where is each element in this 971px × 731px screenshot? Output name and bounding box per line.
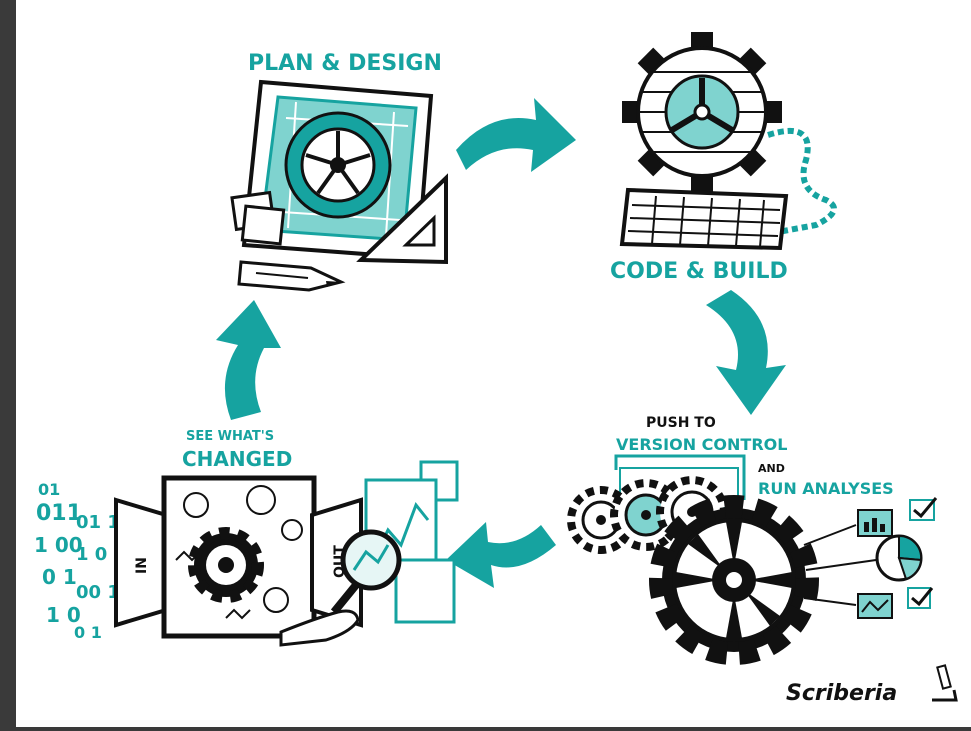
scriberia-signature: Scriberia <box>786 681 897 706</box>
binary-row: 01 1 <box>76 512 120 533</box>
cycle-arrow-left <box>216 300 281 420</box>
bar-chart-icon <box>857 509 893 537</box>
cycle-arrow-right <box>706 290 786 415</box>
binary-row: 00 1 <box>76 582 120 603</box>
binary-row: 01 <box>38 480 60 499</box>
binary-stream: 01 011 01 1 1 00 1 0 0 1 00 1 1 0 0 1 <box>34 480 120 642</box>
sticky-notes-icon <box>230 190 286 246</box>
in-label: IN <box>134 557 150 574</box>
push-to-label: PUSH TO <box>646 415 716 431</box>
set-square-icon <box>356 173 448 265</box>
binary-row: 1 00 <box>34 533 83 557</box>
cycle-arrow-bottom <box>446 522 556 588</box>
binary-row: 1 0 <box>76 544 107 565</box>
checkmark-icon <box>909 497 938 521</box>
cable-icon <box>767 128 837 235</box>
illustration-frame: PLAN & DESIGN <box>16 0 971 727</box>
magnifying-glass-icon <box>330 529 402 615</box>
microscope-icon <box>932 664 958 702</box>
large-gear-icon <box>649 495 819 665</box>
processing-machine <box>114 475 363 639</box>
cycle-arrow-top <box>456 98 576 172</box>
output-documents <box>364 460 459 624</box>
keyboard-icon <box>619 187 789 251</box>
run-analyses-label: RUN ANALYSES <box>758 479 894 498</box>
binary-row: 011 <box>36 501 82 526</box>
line-chart-icon <box>857 593 893 619</box>
code-build-title: CODE & BUILD <box>610 259 788 284</box>
pencil-icon <box>237 260 346 292</box>
see-whats-label: SEE WHAT'S <box>186 429 274 444</box>
and-label: AND <box>758 462 785 475</box>
blueprint-gear-icon <box>284 111 392 219</box>
changed-label: CHANGED <box>182 447 292 471</box>
machine-gear-icon <box>188 527 264 603</box>
hand-icon <box>279 609 360 647</box>
binary-row: 1 0 <box>46 603 81 627</box>
analysis-connectors <box>803 524 877 606</box>
binary-row: 0 1 <box>42 565 77 589</box>
code-gear-icon <box>622 32 782 192</box>
checkmark-icon <box>907 587 934 609</box>
pie-chart-icon <box>875 534 923 582</box>
binary-row: 0 1 <box>74 623 102 642</box>
plan-design-title: PLAN & DESIGN <box>248 51 442 76</box>
version-control-label: VERSION CONTROL <box>616 435 787 454</box>
